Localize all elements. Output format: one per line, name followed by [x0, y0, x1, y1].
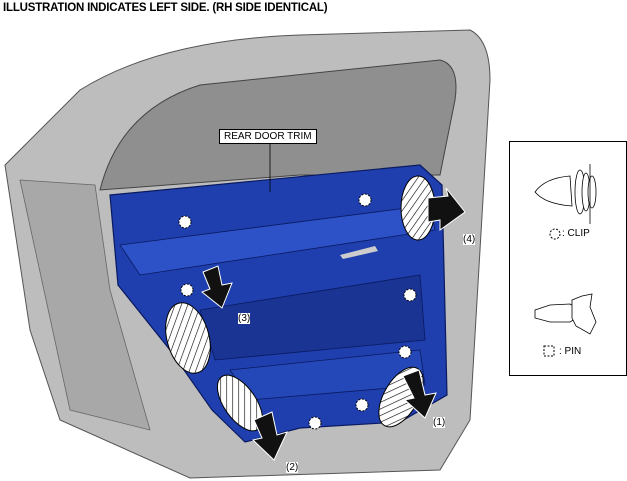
clip-icon [180, 283, 194, 297]
callout-3: (3) [238, 313, 251, 324]
hatched-area-3 [165, 302, 211, 374]
legend-drawings [534, 164, 597, 357]
clip-legend-label: : CLIP [562, 228, 590, 239]
arrow-icon [251, 411, 288, 461]
clip-drawing [534, 164, 597, 224]
pin-drawing [534, 293, 597, 335]
clip-icon [403, 288, 417, 302]
clip-icon [358, 193, 372, 207]
callout-1: (1) [433, 417, 446, 428]
clip-symbol-icon [549, 228, 561, 240]
clip-icon [308, 416, 322, 430]
arrow-icon [201, 265, 233, 309]
pin-symbol-icon [543, 345, 555, 357]
arrow-icon [427, 187, 466, 231]
clip-icon [398, 345, 412, 359]
clip-icon [355, 398, 369, 412]
pin-legend-label: : PIN [559, 346, 582, 357]
window-glass [99, 59, 457, 191]
callout-4: (4) [463, 234, 476, 245]
rear-door-trim-label: REAR DOOR TRIM [219, 129, 317, 144]
callout-2: (2) [286, 462, 299, 473]
illustration-title: ILLUSTRATION INDICATES LEFT SIDE. (RH SI… [3, 2, 328, 14]
fastener-legend: : CLIP : PIN [509, 141, 627, 376]
clip-icon [178, 215, 192, 229]
arrow-icon [402, 369, 437, 419]
